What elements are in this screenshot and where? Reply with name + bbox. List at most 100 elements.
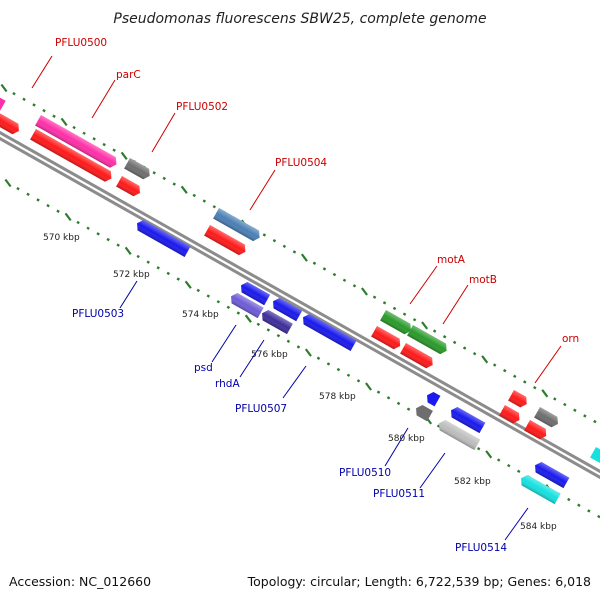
leader-line	[419, 452, 446, 489]
minor-tick	[262, 233, 267, 237]
minor-tick	[563, 402, 567, 407]
gene-label[interactable]: motB	[469, 274, 497, 286]
gene-label[interactable]: PFLU0510	[339, 467, 391, 479]
minor-tick	[587, 509, 591, 513]
minor-tick	[376, 390, 381, 394]
minor-tick	[266, 328, 271, 332]
leader-line	[151, 112, 176, 153]
minor-tick	[332, 272, 337, 277]
leader-line	[119, 280, 138, 309]
tick-label: 574 kbp	[182, 310, 219, 320]
minor-tick	[326, 362, 331, 366]
leader-line	[534, 345, 562, 384]
minor-tick	[162, 176, 166, 181]
major-tick	[365, 382, 372, 391]
minor-tick	[492, 363, 497, 367]
minor-tick	[46, 203, 50, 208]
gene-label[interactable]: psd	[194, 362, 213, 374]
gene-feature[interactable]	[0, 92, 6, 112]
minor-tick	[567, 497, 571, 502]
minor-tick	[462, 346, 467, 350]
gene-label[interactable]: PFLU0504	[275, 157, 327, 169]
minor-tick	[583, 414, 587, 418]
minor-tick	[176, 277, 180, 281]
upper-tick-track	[0, 83, 597, 424]
major-tick	[541, 389, 549, 398]
minor-tick	[72, 125, 76, 130]
minor-tick	[286, 339, 291, 343]
gene-label-layer: PFLU0500 parC PFLU0502 PFLU0504 motA mot…	[55, 37, 579, 554]
topology-text: Topology: circular; Length: 6,722,539 bp…	[247, 574, 591, 589]
minor-tick	[513, 374, 517, 379]
gene-label[interactable]: PFLU0507	[235, 403, 287, 415]
gene-label[interactable]: PFLU0502	[176, 101, 228, 113]
backbone-line-outer	[0, 130, 600, 474]
gene-label[interactable]: PFLU0511	[373, 488, 425, 500]
minor-tick	[152, 171, 156, 175]
minor-tick	[166, 271, 170, 276]
minor-tick	[202, 199, 207, 203]
tick-label: 582 kbp	[454, 477, 491, 487]
minor-tick	[192, 193, 196, 198]
minor-tick	[507, 463, 511, 468]
major-tick	[485, 450, 493, 459]
gene-feature[interactable]	[424, 390, 441, 407]
gene-label[interactable]: PFLU0514	[455, 542, 507, 554]
minor-tick	[26, 192, 30, 196]
minor-tick	[392, 306, 397, 311]
minor-tick	[523, 380, 527, 384]
minor-tick	[106, 237, 110, 242]
major-tick	[304, 348, 312, 357]
minor-tick	[533, 385, 537, 390]
gene-label[interactable]: parC	[116, 69, 141, 81]
gene-label[interactable]: PFLU0503	[72, 308, 124, 320]
minor-tick	[593, 419, 597, 424]
major-tick	[4, 178, 12, 188]
major-tick	[0, 83, 8, 93]
minor-tick	[276, 333, 281, 338]
minor-tick	[22, 97, 26, 101]
tick-label: 584 kbp	[520, 522, 557, 532]
gene-label[interactable]: orn	[562, 333, 579, 345]
major-tick	[244, 314, 252, 323]
major-tick	[60, 117, 68, 127]
major-tick	[184, 280, 192, 289]
tick-label: 570 kbp	[43, 233, 80, 243]
gene-label[interactable]: PFLU0500	[55, 37, 107, 49]
minor-tick	[96, 232, 100, 236]
leader-line	[91, 79, 116, 119]
minor-tick	[472, 352, 477, 356]
gene-label[interactable]: rhdA	[215, 378, 240, 390]
leader-line	[504, 507, 529, 541]
minor-tick	[156, 266, 160, 270]
feature-layer	[0, 92, 600, 505]
minor-tick	[382, 301, 387, 305]
minor-tick	[412, 318, 417, 322]
tick-label: 580 kbp	[388, 434, 425, 444]
major-tick	[124, 246, 132, 255]
minor-tick	[386, 396, 391, 400]
minor-tick	[272, 238, 277, 243]
minor-tick	[573, 408, 577, 412]
minor-tick	[292, 250, 297, 254]
major-tick	[300, 253, 308, 262]
tick-label: 576 kbp	[251, 350, 288, 360]
minor-tick	[116, 243, 120, 247]
minor-tick	[553, 397, 557, 401]
minor-tick	[236, 311, 241, 315]
minor-tick	[336, 367, 341, 372]
minor-tick	[322, 267, 327, 271]
lower-tick-track	[4, 178, 600, 519]
gene-label[interactable]: motA	[437, 254, 466, 266]
minor-tick	[206, 294, 211, 298]
tick-label: 578 kbp	[319, 392, 356, 402]
minor-tick	[36, 198, 40, 202]
minor-tick	[172, 182, 176, 186]
major-tick	[481, 355, 489, 364]
leader-line	[282, 365, 307, 399]
gene-feature-PFLU0510[interactable]	[413, 403, 433, 422]
major-tick	[180, 185, 188, 194]
gene-feature[interactable]	[590, 447, 600, 464]
